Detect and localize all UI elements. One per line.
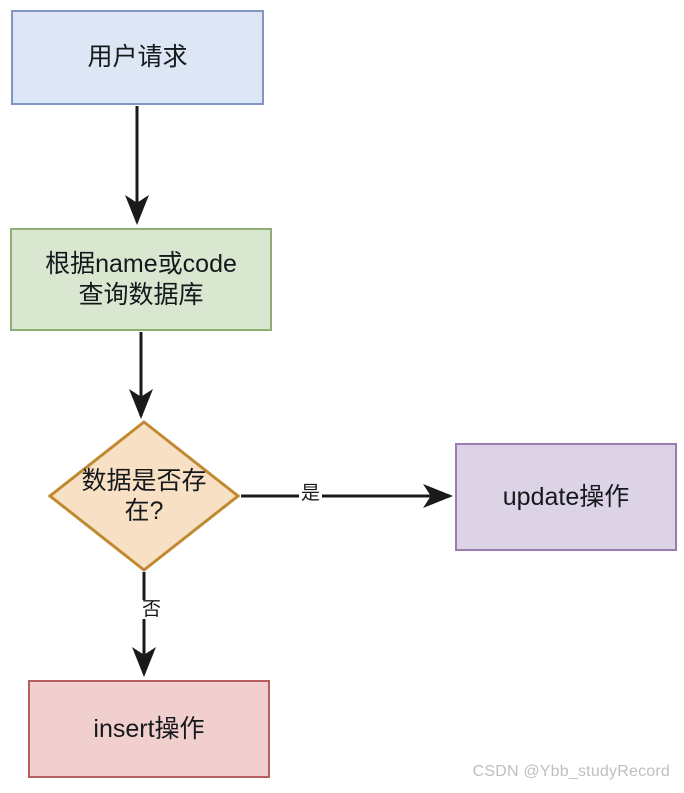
node-update[interactable]: update操作 xyxy=(455,443,677,551)
diamond-shape xyxy=(48,420,240,572)
node-query-db[interactable]: 根据name或code 查询数据库 xyxy=(10,228,272,331)
node-query-db-label: 根据name或code 查询数据库 xyxy=(45,250,237,309)
edge-label-no: 否 xyxy=(140,599,164,620)
node-user-request-label: 用户请求 xyxy=(87,43,188,72)
node-user-request[interactable]: 用户请求 xyxy=(11,10,264,105)
node-insert-label: insert操作 xyxy=(93,714,205,743)
node-update-label: update操作 xyxy=(502,482,630,511)
edge-label-yes: 是 xyxy=(299,483,323,504)
node-decision[interactable]: 数据是否存在? xyxy=(48,420,240,572)
watermark: CSDN @Ybb_studyRecord xyxy=(472,763,670,780)
node-decision-label: 数据是否存在? xyxy=(81,466,207,526)
node-insert[interactable]: insert操作 xyxy=(28,680,270,778)
